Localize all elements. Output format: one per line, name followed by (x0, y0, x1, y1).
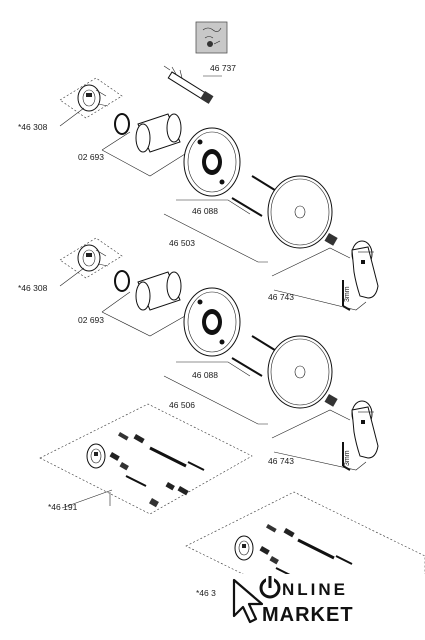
kit-b-small-parts (259, 524, 353, 579)
cartridge-a (77, 84, 109, 112)
assembly-upper (59, 65, 379, 311)
label-o-ring-a: 02 693 (78, 152, 104, 162)
label-set-a: 46 503 (169, 238, 195, 248)
cartridge-dash-box-a (59, 77, 123, 119)
hex-key-a (342, 280, 351, 311)
kit-b-cartridge (234, 535, 254, 561)
water-tap-symbol-icon (195, 21, 228, 54)
sleeve-a (135, 113, 182, 153)
service-kit-a (39, 403, 253, 515)
o-ring-a (114, 113, 130, 135)
adapter-nut-b (324, 394, 338, 407)
diverter-rod (163, 65, 214, 104)
mounting-plate-b (183, 287, 241, 357)
label-set-b: 46 506 (169, 400, 195, 410)
assembly-middle (59, 237, 379, 471)
online-market-logo: NLINE MARKET (226, 574, 425, 640)
label-diverter-rod: 46 737 (210, 63, 236, 73)
mounting-plate-a (183, 127, 241, 197)
label-cartridge-b: *46 308 (18, 283, 48, 293)
label-cartridge-a: *46 308 (18, 122, 48, 132)
cover-rosette-b (267, 335, 333, 409)
label-o-ring-b: 02 693 (78, 315, 104, 325)
screws-a (231, 175, 279, 217)
logo-text-line1: NLINE (282, 580, 348, 599)
power-icon (259, 576, 281, 599)
adapter-nut-a (324, 232, 338, 246)
sleeve-b (135, 271, 182, 311)
label-screws-b: 46 088 (192, 370, 218, 380)
label-kit-a: *46 191 (48, 502, 78, 512)
lever-handle-a (351, 240, 379, 299)
label-lever-a: 46 743 (268, 292, 294, 302)
lever-handle-b (351, 400, 379, 459)
cursor-arrow-icon (232, 578, 264, 624)
logo-text-line2: MARKET (262, 604, 354, 626)
label-screws-a: 46 088 (192, 206, 218, 216)
kit-a-cartridge (86, 443, 106, 469)
o-ring-b (114, 270, 130, 292)
cover-rosette-a (267, 175, 333, 249)
cartridge-dash-box-b (59, 237, 123, 279)
label-lever-b: 46 743 (268, 456, 294, 466)
cartridge-b (77, 244, 109, 272)
label-hex-key-a: 3mm (344, 286, 351, 302)
screws-b (231, 335, 279, 377)
label-kit-b: *46 3 (196, 588, 216, 598)
kit-a-small-parts (109, 432, 205, 508)
label-hex-key-b: 3mm (344, 450, 351, 466)
